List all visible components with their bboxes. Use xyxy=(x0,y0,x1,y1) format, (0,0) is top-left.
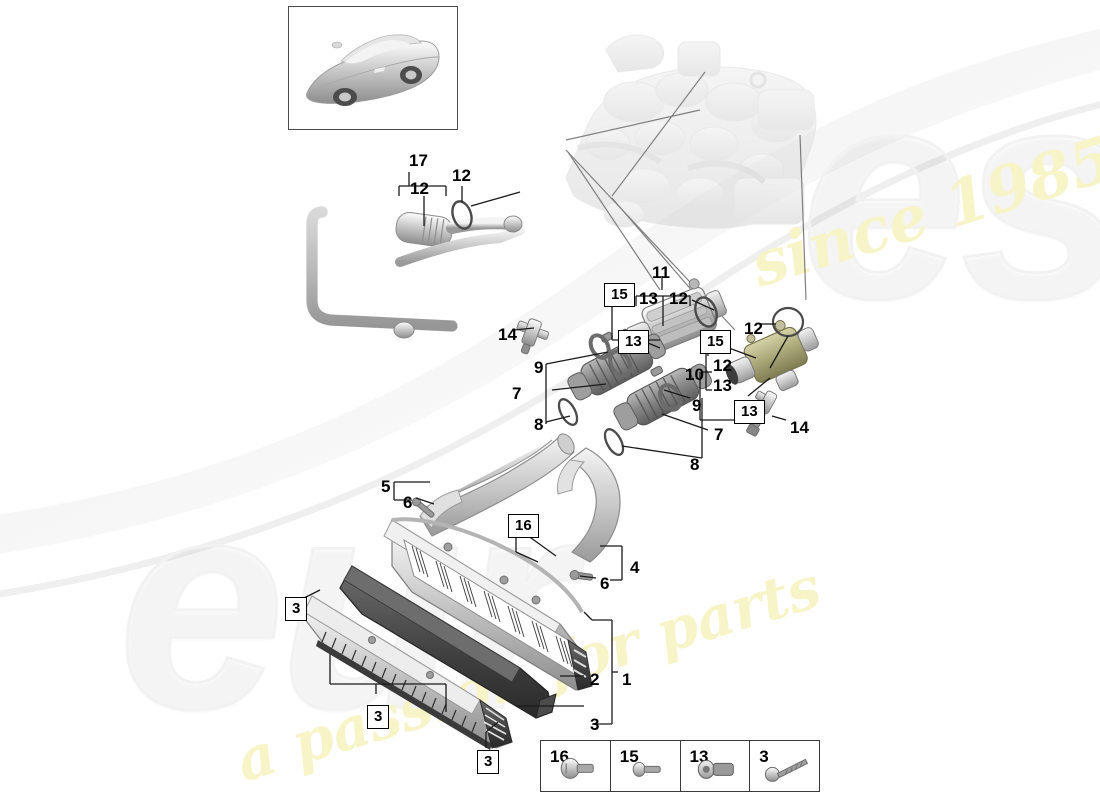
part-10-changeover-valve xyxy=(725,320,819,392)
callout-1[interactable]: 1 xyxy=(622,670,632,689)
part-12-seal-ring-right xyxy=(771,306,805,338)
legend-cell[interactable]: 15 xyxy=(611,741,681,791)
callout-3-boxed[interactable]: 3 xyxy=(367,705,390,729)
watermark-tagline-right: since 1985 xyxy=(742,121,1100,302)
callout-7[interactable]: 7 xyxy=(714,425,724,444)
callout-13-boxed[interactable]: 13 xyxy=(734,400,765,424)
callout-9[interactable]: 9 xyxy=(534,358,544,377)
callout-5[interactable]: 5 xyxy=(381,477,391,496)
callout-11[interactable]: 11 xyxy=(652,263,670,282)
fastener-legend: 16 15 13 xyxy=(540,740,820,792)
watermark-brand-left: eur xyxy=(117,434,575,773)
legend-cell[interactable]: 16 xyxy=(541,741,611,791)
part-13-clamp-left xyxy=(588,333,611,360)
callout-17[interactable]: 17 xyxy=(409,151,428,170)
callout-6[interactable]: 6 xyxy=(403,493,413,512)
callout-12[interactable]: 12 xyxy=(713,356,732,375)
callout-12[interactable]: 12 xyxy=(452,166,471,185)
callout-3-boxed[interactable]: 3 xyxy=(477,750,500,774)
callout-13[interactable]: 13 xyxy=(639,289,658,308)
callout-6[interactable]: 6 xyxy=(600,574,610,593)
part-5-air-duct-left xyxy=(419,433,575,537)
vehicle-thumbnail-frame xyxy=(288,6,458,130)
part-3-charge-air-cooler-lower xyxy=(303,595,513,750)
hex-bolt-icon xyxy=(625,755,669,783)
callout-14[interactable]: 14 xyxy=(498,325,517,344)
part-8-seal-upper xyxy=(557,398,579,426)
callout-13-boxed[interactable]: 13 xyxy=(618,330,649,354)
callout-2[interactable]: 2 xyxy=(590,670,600,689)
part-12-seal-ring-top xyxy=(451,200,473,230)
legend-cell[interactable]: 13 xyxy=(681,741,751,791)
callout-3-boxed[interactable]: 3 xyxy=(285,597,308,621)
callout-leader-lines xyxy=(299,172,789,748)
callout-9[interactable]: 9 xyxy=(692,396,702,415)
vehicle-thumbnail-image xyxy=(306,34,440,106)
callout-15-boxed[interactable]: 15 xyxy=(604,283,635,307)
callout-14[interactable]: 14 xyxy=(790,418,809,437)
callout-16-boxed[interactable]: 16 xyxy=(508,514,539,538)
callout-3[interactable]: 3 xyxy=(590,715,600,734)
part-2-air-guide-duct xyxy=(339,565,557,719)
callout-4[interactable]: 4 xyxy=(630,558,640,577)
legend-cell[interactable]: 3 xyxy=(750,741,819,791)
part-9-clamp-lower xyxy=(650,365,683,412)
callout-12[interactable]: 12 xyxy=(744,319,763,338)
part-8-seal-lower xyxy=(603,428,625,456)
callout-12[interactable]: 12 xyxy=(669,289,688,308)
part-1-charge-air-cooler-upper xyxy=(383,517,593,691)
stud-bolt-icon xyxy=(694,755,740,783)
part-7-charge-air-hose-upper xyxy=(557,331,666,426)
long-screw-icon xyxy=(763,755,811,783)
legend-number: 3 xyxy=(759,747,769,766)
callout-8[interactable]: 8 xyxy=(690,455,700,474)
callout-7[interactable]: 7 xyxy=(512,384,522,403)
part-6-screws xyxy=(411,497,594,581)
legend-number: 15 xyxy=(619,747,639,766)
callout-8[interactable]: 8 xyxy=(534,415,544,434)
callout-12[interactable]: 12 xyxy=(410,179,429,198)
callout-13[interactable]: 13 xyxy=(713,376,732,395)
part-17-breather-tube xyxy=(306,206,525,339)
part-12-seal-ring-mid xyxy=(694,296,718,328)
callout-15-boxed[interactable]: 15 xyxy=(700,330,731,354)
flange-bolt-icon xyxy=(556,755,600,783)
part-4-air-duct-right xyxy=(557,447,621,563)
watermark-brand-right: es xyxy=(799,24,1100,363)
callout-10[interactable]: 10 xyxy=(685,365,704,384)
